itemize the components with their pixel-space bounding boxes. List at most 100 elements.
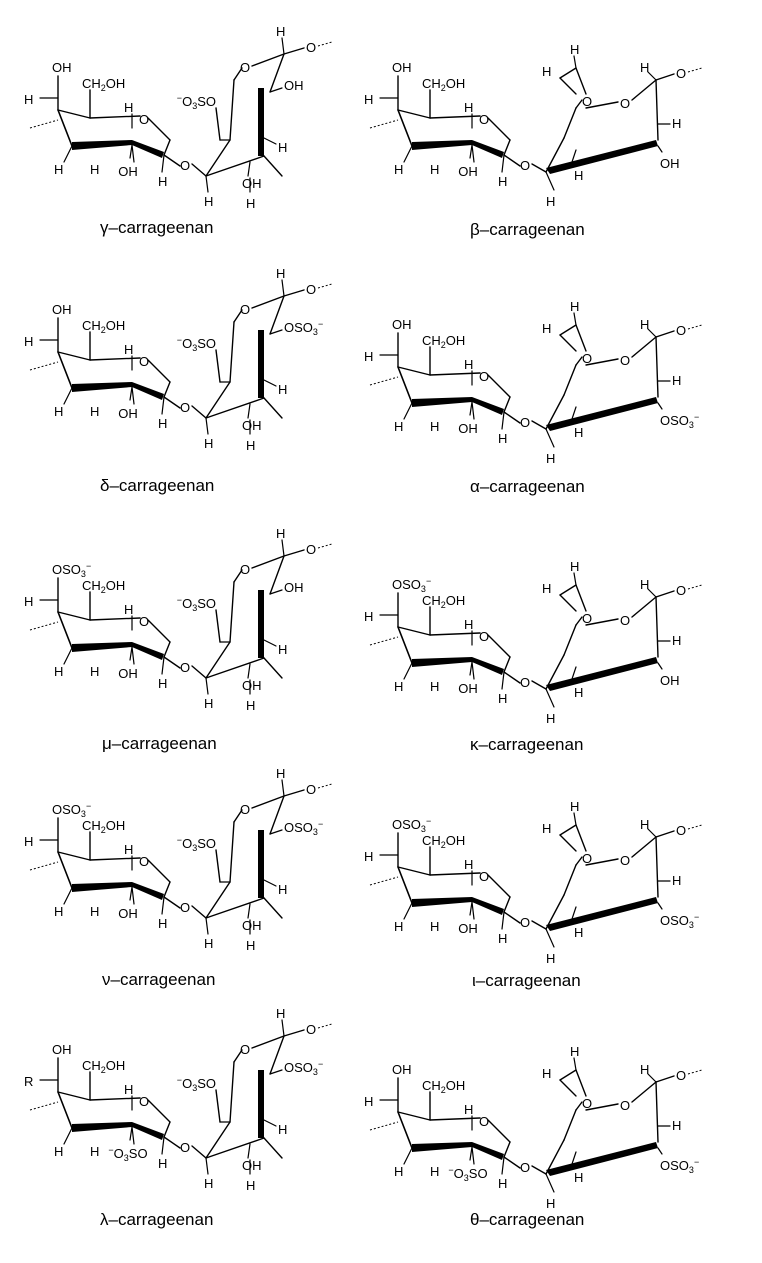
bond (573, 312, 577, 326)
bond (571, 1151, 577, 1165)
glycosidic-bond (655, 1075, 675, 1083)
hydrogen: H (542, 64, 551, 79)
panel-delta: OOHHCH2​OHHHOHHHOOHOOSO3​−​H−​O3​SOOHHH … (20, 266, 380, 495)
bond (131, 1126, 135, 1145)
anomeric-hydrogen: H (158, 1156, 167, 1171)
anomeric-hydrogen: H (498, 431, 507, 446)
hydrogen: H (124, 342, 133, 357)
c2-substituent: OH (284, 580, 304, 595)
hydrogen: H (464, 617, 473, 632)
ring-bond (163, 1121, 171, 1138)
c4-hydrogen: R (24, 1074, 33, 1089)
glycosidic-bond (655, 73, 675, 81)
bond (469, 1146, 473, 1161)
ring-bold-bond (258, 88, 264, 156)
ring-bond (397, 109, 431, 119)
chain-link (369, 1121, 399, 1131)
bond (131, 386, 135, 405)
glycosidic-oxygen: O (306, 40, 316, 55)
bond (63, 145, 73, 163)
c3-hydroxyl: OH (242, 1158, 262, 1173)
ring-bond (397, 109, 413, 147)
glycosidic-bond (191, 163, 207, 177)
c4-hydrogen: H (364, 349, 373, 364)
bond (129, 1126, 133, 1141)
glycosidic-oxygen: O (306, 782, 316, 797)
ring-bond (559, 824, 577, 836)
ring-bond (57, 351, 73, 389)
c3-hydroxyl: OH (242, 176, 262, 191)
bridge-oxygen: O (582, 611, 592, 626)
ring-oxygen: O (139, 614, 149, 629)
ring-bond (233, 67, 243, 81)
anomeric-hydrogen: H (640, 817, 649, 832)
glycosidic-oxygen: O (180, 400, 190, 415)
c2-substituent: OH (458, 921, 478, 936)
bond (501, 671, 505, 690)
ring-bold-bond (132, 140, 164, 158)
glycosidic-oxygen: O (180, 158, 190, 173)
ring-oxygen: O (620, 853, 630, 868)
ring-bond (563, 364, 577, 396)
ring-bond (503, 1141, 511, 1158)
ring-bond (559, 67, 577, 79)
glycosidic-bond (503, 671, 521, 684)
ring-bond (585, 358, 619, 366)
anomeric-hydrogen: H (276, 526, 285, 541)
c4-substituent: OSO3​−​ (392, 576, 431, 594)
hydrogen: H (574, 685, 583, 700)
c4-hydrogen: H (24, 594, 33, 609)
ring-bond (251, 555, 285, 569)
bond (247, 663, 251, 679)
hydrogen: H (124, 602, 133, 617)
bond (247, 1143, 251, 1159)
anomeric-hydrogen: H (276, 266, 285, 281)
ch2oh-label: CH2​OH (422, 833, 465, 850)
hydrogen: H (464, 100, 473, 115)
ring-bond (575, 856, 583, 866)
glycosidic-bond (283, 789, 305, 797)
hydrogen: H (246, 196, 255, 211)
bond (281, 1019, 285, 1037)
bond (129, 386, 133, 401)
ring-bond (655, 596, 659, 658)
c2-substituent: OSO3​−​ (284, 1059, 323, 1077)
panel-mu: OOSO3​−​HCH2​OHHHOHHHOOHOOHH−​O3​SOOHHH … (20, 526, 380, 753)
ch2oh-label: CH2​OH (422, 593, 465, 610)
c4-substituent: OH (52, 1042, 72, 1057)
ring-oxygen: O (479, 1114, 489, 1129)
ring-bond (631, 836, 657, 858)
glycosidic-bond (191, 665, 207, 679)
hydrogen: H (278, 140, 287, 155)
bond (647, 828, 657, 838)
ring-bond (229, 79, 235, 141)
c4-hydrogen: H (364, 849, 373, 864)
bond (657, 902, 663, 910)
bond (161, 896, 165, 915)
ring-bond (397, 1111, 431, 1121)
chain-link (29, 119, 59, 129)
hydrogen: H (542, 1066, 551, 1081)
bond (263, 639, 277, 647)
anomeric-hydrogen: H (498, 1176, 507, 1191)
glycosidic-oxygen: O (180, 900, 190, 915)
ring-bond (269, 53, 285, 93)
glycosidic-oxygen: O (676, 583, 686, 598)
bond (269, 1069, 283, 1075)
ring-bond (57, 109, 91, 119)
ch2oh-label: CH2​OH (422, 76, 465, 93)
c2-substituent: OH (660, 673, 680, 688)
bond (657, 145, 663, 153)
ring-oxygen: O (620, 96, 630, 111)
bond (129, 886, 133, 901)
ring-bond (57, 109, 73, 147)
glycosidic-oxygen: O (180, 1140, 190, 1155)
ring-bond (545, 894, 565, 930)
ring-bold-bond (72, 642, 132, 652)
bond (215, 1089, 221, 1123)
ring-bond (233, 1049, 243, 1063)
c4-substituent: OH (392, 60, 412, 75)
ring-bond (163, 381, 171, 398)
